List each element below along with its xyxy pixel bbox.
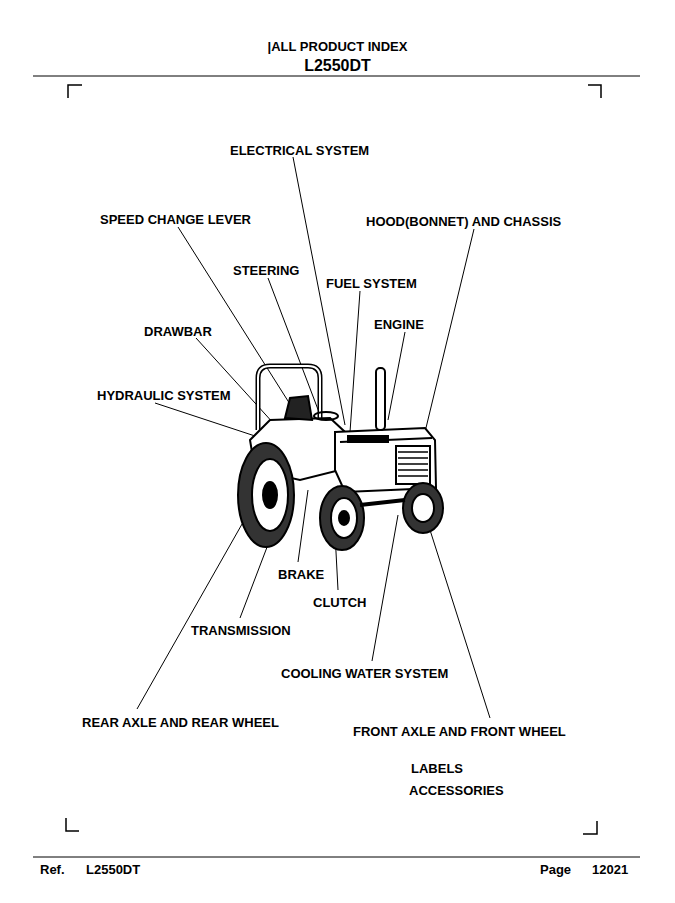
section-label: ACCESSORIES [409, 783, 504, 798]
section-label: FUEL SYSTEM [326, 276, 417, 291]
section-label: REAR AXLE AND REAR WHEEL [82, 715, 279, 730]
section-label: ELECTRICAL SYSTEM [230, 143, 369, 158]
section-label: LABELS [411, 761, 463, 776]
section-label: BRAKE [278, 567, 324, 582]
section-label: HOOD(BONNET) AND CHASSIS [366, 214, 561, 229]
section-label: ENGINE [374, 317, 424, 332]
section-label: HYDRAULIC SYSTEM [97, 388, 231, 403]
section-label: FRONT AXLE AND FRONT WHEEL [353, 724, 566, 739]
footer-text: Ref. [40, 862, 65, 877]
section-label: DRAWBAR [144, 324, 212, 339]
section-label: CLUTCH [313, 595, 366, 610]
page-title: |ALL PRODUCT INDEX [0, 39, 675, 54]
section-label: STEERING [233, 263, 299, 278]
footer-text: L2550DT [86, 862, 140, 877]
footer-text: 12021 [592, 862, 628, 877]
section-label: SPEED CHANGE LEVER [100, 212, 251, 227]
footer-text: Page [540, 862, 571, 877]
model-heading: L2550DT [0, 57, 675, 75]
section-label: TRANSMISSION [191, 623, 291, 638]
section-label: COOLING WATER SYSTEM [281, 666, 448, 681]
